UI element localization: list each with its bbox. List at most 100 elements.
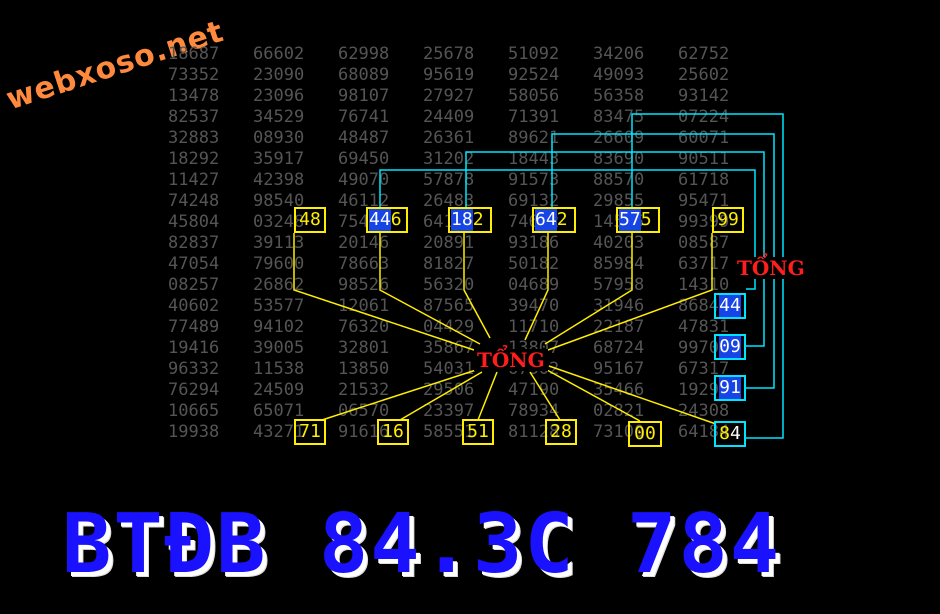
grid-cell: 69132 [508, 191, 560, 211]
grid-cell: 58056 [508, 86, 560, 106]
grid-cell: 12061 [338, 296, 390, 316]
result-banner: BTĐB 84.3C 784 [62, 497, 782, 592]
grid-cell: 13478 [168, 86, 220, 106]
grid-cell: 32801 [338, 338, 390, 358]
grid-cell: 47831 [678, 317, 730, 337]
grid-cell: 47054 [168, 254, 220, 274]
grid-cell: 90511 [678, 149, 730, 169]
grid-cell: 21532 [338, 380, 390, 400]
grid-cell: 13850 [338, 359, 390, 379]
grid-cell: 87565 [423, 296, 475, 316]
top-box-2: 446 [366, 207, 408, 233]
grid-cell: 26361 [423, 128, 475, 148]
grid-cell: 50182 [508, 254, 560, 274]
grid-cell: 08930 [253, 128, 305, 148]
grid-cell: 62998 [338, 44, 390, 64]
grid-cell: 08257 [168, 275, 220, 295]
top-box-3-highlight: 18 [451, 209, 473, 231]
top-box-4-highlight: 64 [535, 209, 557, 231]
grid-cell: 56320 [423, 275, 475, 295]
grid-cell: 31946 [593, 296, 645, 316]
grid-cell: 76320 [338, 317, 390, 337]
grid-cell: 68724 [593, 338, 645, 358]
grid-cell: 18443 [508, 149, 560, 169]
grid-cell: 49070 [338, 170, 390, 190]
grid-cell: 48487 [338, 128, 390, 148]
grid-cell: 93142 [678, 86, 730, 106]
right-box-3-highlight: 91 [719, 377, 741, 399]
grid-cell: 68089 [338, 65, 390, 85]
grid-cell: 95471 [678, 191, 730, 211]
grid-cell: 73352 [168, 65, 220, 85]
top-box-3: 182 [448, 207, 492, 233]
grid-cell: 63717 [678, 254, 730, 274]
connector-line [551, 133, 775, 389]
grid-cell: 14310 [678, 275, 730, 295]
right-box-3: 91 [714, 375, 746, 401]
grid-cell: 11427 [168, 170, 220, 190]
grid-cell: 39470 [508, 296, 560, 316]
grid-cell: 61718 [678, 170, 730, 190]
grid-cell: 35867 [423, 338, 475, 358]
connector-line [631, 113, 784, 439]
grid-cell: 04689 [508, 275, 560, 295]
grid-cell: 18687 [168, 44, 220, 64]
right-box-1: 44 [714, 293, 746, 319]
grid-cell: 94102 [253, 317, 305, 337]
grid-cell: 71391 [508, 107, 560, 127]
top-box-4: 642 [532, 207, 576, 233]
connector-line [524, 233, 549, 341]
connector-line [465, 151, 765, 347]
grid-cell: 64184 [678, 422, 730, 442]
grid-cell: 24409 [423, 107, 475, 127]
grid-cell: 45804 [168, 212, 220, 232]
top-box-2-highlight: 44 [369, 209, 391, 231]
right-box-2-highlight: 09 [719, 336, 741, 358]
connector-line [463, 233, 491, 339]
grid-cell: 98107 [338, 86, 390, 106]
grid-cell: 91573 [508, 170, 560, 190]
grid-cell: 60071 [678, 128, 730, 148]
grid-cell: 69450 [338, 149, 390, 169]
grid-cell: 27927 [423, 86, 475, 106]
connector-line [399, 371, 483, 421]
connector-line [477, 371, 498, 421]
grid-cell: 73100 [593, 422, 645, 442]
grid-cell: 19938 [168, 422, 220, 442]
grid-cell: 46112 [338, 191, 390, 211]
grid-cell: 34206 [593, 44, 645, 64]
connector-line [379, 233, 481, 345]
grid-cell: 99709 [678, 338, 730, 358]
grid-cell: 10665 [168, 401, 220, 421]
grid-cell: 23096 [253, 86, 305, 106]
grid-cell: 25602 [678, 65, 730, 85]
grid-cell: 22187 [593, 317, 645, 337]
grid-cell: 76741 [338, 107, 390, 127]
grid-cell: 06570 [338, 401, 390, 421]
bottom-box-3: 51 [462, 419, 494, 445]
connector-line [547, 233, 713, 351]
connector-line [529, 371, 561, 421]
grid-cell: 53577 [253, 296, 305, 316]
grid-cell: 47190 [508, 380, 560, 400]
grid-cell: 91616 [338, 422, 390, 442]
grid-cell: 43271 [253, 422, 305, 442]
top-box-5-highlight: 57 [619, 209, 641, 231]
grid-cell: 82837 [168, 233, 220, 253]
grid-cell: 98526 [338, 275, 390, 295]
grid-cell: 92524 [508, 65, 560, 85]
tong-right-label: TỔNG [734, 257, 808, 279]
right-box-1-highlight: 44 [719, 295, 741, 317]
grid-cell: 19291 [678, 380, 730, 400]
grid-cell: 18292 [168, 149, 220, 169]
